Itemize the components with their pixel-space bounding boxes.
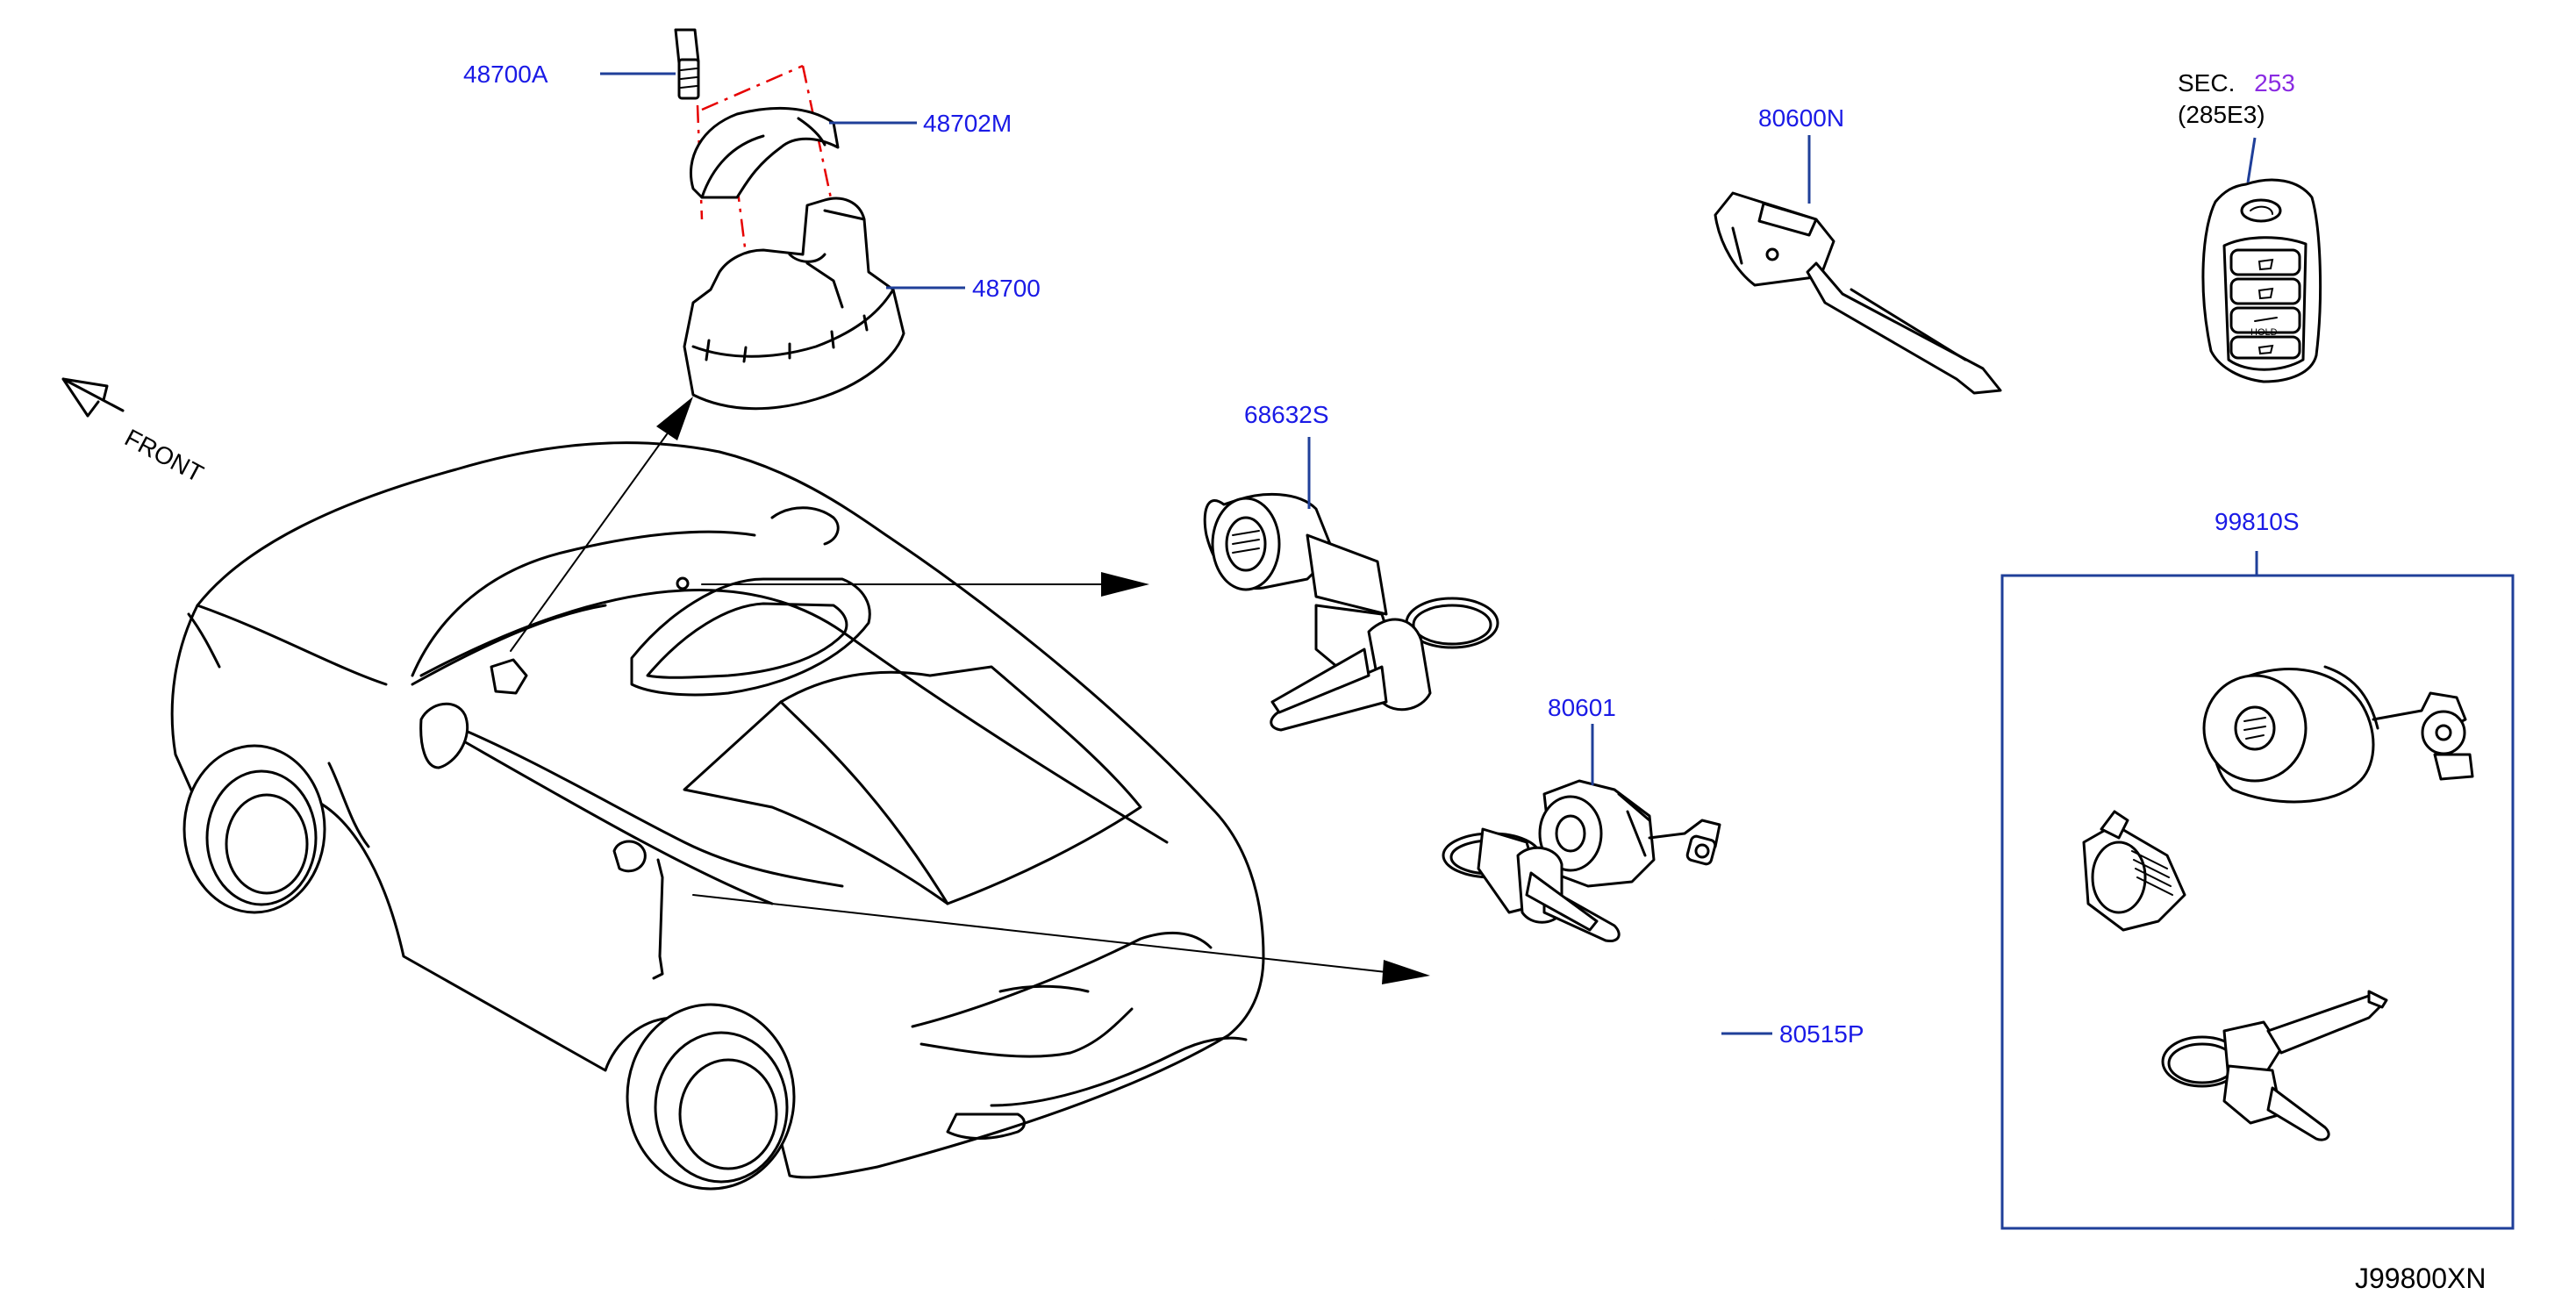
lock-housing-48700 xyxy=(683,197,905,411)
trunk-lock-cylinder-68632s xyxy=(1203,492,1499,732)
part-label-80600n: 80600N xyxy=(1758,104,1844,132)
lock-rod-80515p xyxy=(1690,912,1724,1228)
key-set-kit-contents xyxy=(2000,574,2515,1230)
fob-hold-button-label: HOLD xyxy=(2250,327,2278,338)
front-direction-indicator: FRONT xyxy=(61,377,208,488)
part-label-48702m: 48702M xyxy=(923,110,1012,137)
part-label-80601: 80601 xyxy=(1548,694,1616,721)
diagram-id: J99800XN xyxy=(2355,1263,2486,1294)
callout-arrows xyxy=(510,397,1430,984)
bolt-48700a xyxy=(674,28,700,65)
part-label-68632s: 68632S xyxy=(1244,401,1329,428)
part-label-48700: 48700 xyxy=(972,275,1041,302)
section-prefix: SEC. xyxy=(2178,69,2235,97)
front-label: FRONT xyxy=(120,424,208,488)
leader-lines xyxy=(600,72,2258,1035)
key-blade-80600n xyxy=(1714,191,2002,395)
section-reference[interactable]: SEC. 253 xyxy=(2178,69,2295,97)
door-lock-cylinder-80601 xyxy=(1442,779,1721,943)
section-subreference: (285E3) xyxy=(2178,101,2265,128)
steering-lock-assembly xyxy=(674,28,905,411)
clamp-48702m xyxy=(689,107,840,199)
section-number-link: 253 xyxy=(2254,69,2295,97)
part-labels: 48700A 48702M 48700 68632S 80600N SEC. 2… xyxy=(463,61,2486,1294)
part-label-80515p: 80515P xyxy=(1779,1020,1864,1048)
vehicle-illustration xyxy=(170,441,1265,1191)
part-label-48700a: 48700A xyxy=(463,61,548,88)
smart-key-fob: HOLD xyxy=(2201,178,2322,383)
part-label-99810s: 99810S xyxy=(2215,508,2300,535)
